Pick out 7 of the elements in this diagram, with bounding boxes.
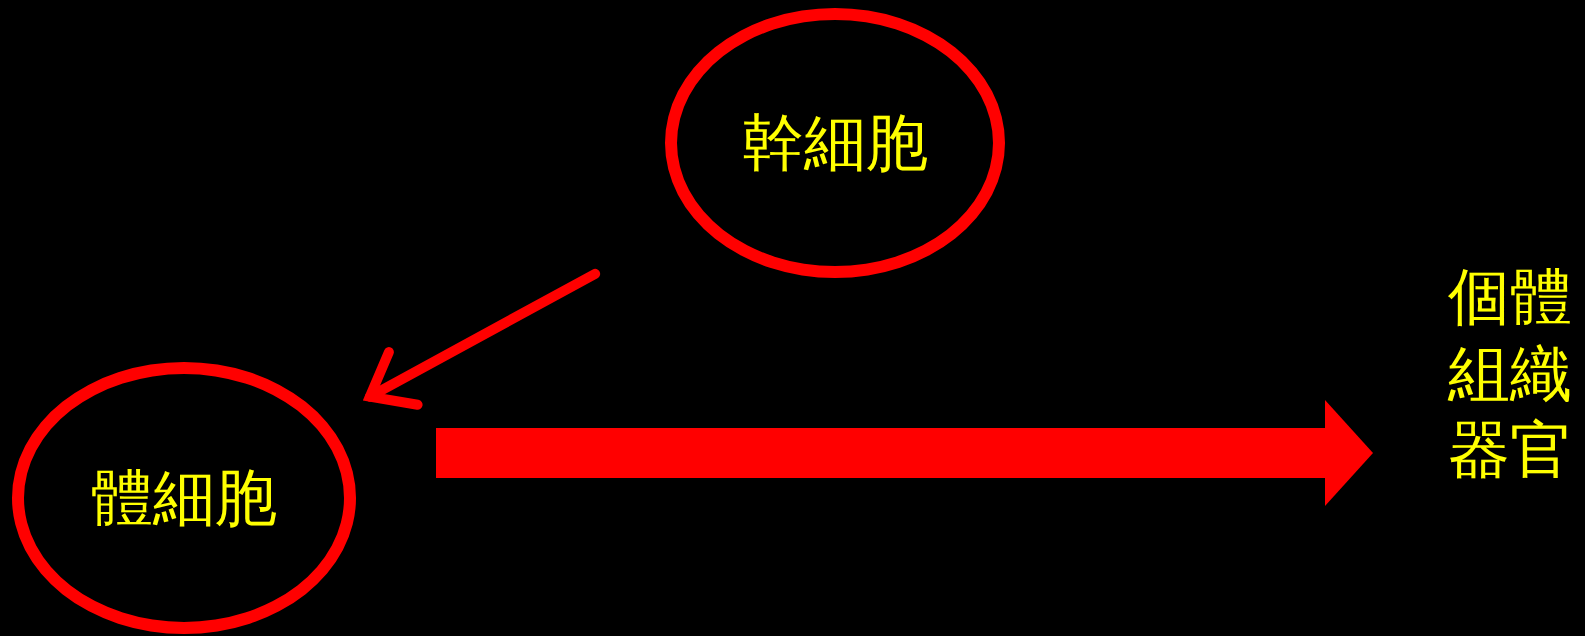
arrow (436, 400, 1373, 506)
node-label: 體細胞 (91, 460, 277, 536)
node-label: 個體組織器官 (1448, 258, 1572, 489)
node-label: 幹細胞 (742, 105, 928, 181)
cell-ellipse (665, 8, 1005, 278)
arrow (364, 268, 601, 410)
cell-ellipse (12, 362, 356, 634)
